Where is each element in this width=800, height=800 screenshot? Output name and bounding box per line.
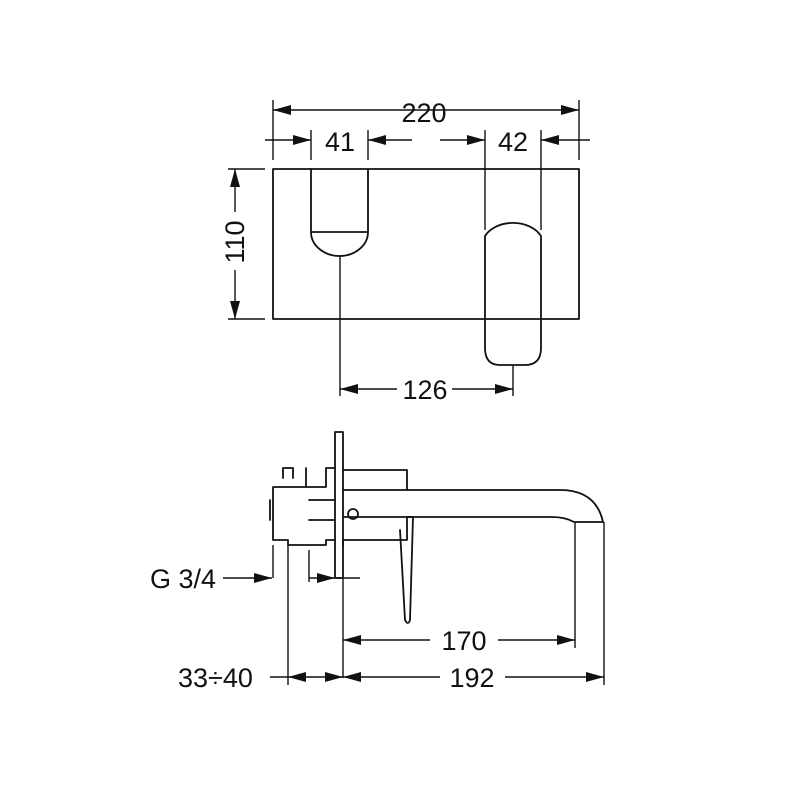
dimension-axis-distance: 126 — [339, 256, 514, 405]
lever-housing — [342, 469, 408, 541]
outlet-width-label: 41 — [325, 127, 355, 157]
front-view: 220 41 42 — [220, 98, 590, 405]
spout — [342, 489, 604, 523]
dimension-lever-width: 42 — [440, 127, 590, 230]
dimension-plate-height: 110 — [220, 168, 265, 320]
lever-handle-side — [399, 516, 414, 624]
lever-handle-front — [484, 221, 542, 366]
plate-height-label: 110 — [220, 220, 250, 263]
outlet-opening — [310, 168, 369, 257]
dimension-connection: G 3/4 — [150, 545, 274, 594]
dimension-wall-range: 33÷40 — [178, 545, 343, 693]
spout-reach-inner-label: 170 — [441, 626, 486, 656]
dimension-outlet-width: 41 — [265, 127, 412, 160]
dimension-overall-width: 220 — [272, 98, 580, 160]
wall-plate-front — [272, 168, 580, 320]
wall-plate-side — [334, 431, 344, 579]
wall-range-label: 33÷40 — [178, 663, 253, 693]
cartridge-body — [269, 467, 336, 546]
dimension-spout-reach-total: 192 — [343, 522, 605, 693]
axis-distance-label: 126 — [402, 375, 447, 405]
fixing-nut — [342, 508, 359, 547]
connection-label: G 3/4 — [150, 564, 216, 594]
dimension-plate-thickness — [308, 550, 360, 583]
dimension-spout-reach-inner: 170 — [342, 522, 576, 678]
side-view: G 3/4 170 33÷40 — [150, 431, 605, 693]
overall-width-label: 220 — [401, 98, 446, 128]
lever-width-label: 42 — [498, 127, 528, 157]
spout-reach-total-label: 192 — [449, 663, 494, 693]
